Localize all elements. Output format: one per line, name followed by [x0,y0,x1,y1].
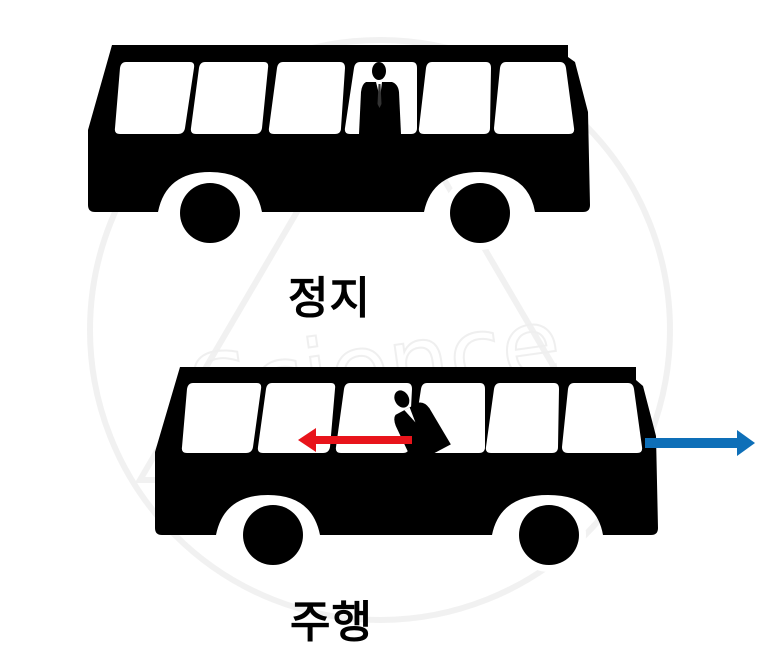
bus-moving [155,367,755,572]
bus-stopped [88,45,590,250]
arrow-left-icon [298,428,412,452]
standing-person-icon [359,62,401,134]
arrow-right-icon [645,430,755,456]
bus-wheels [236,498,586,572]
bus-wheels [173,176,517,250]
leaning-person-icon [394,390,451,465]
caption-moving: 주행 [290,597,373,648]
caption-stopped: 정지 [288,273,371,324]
